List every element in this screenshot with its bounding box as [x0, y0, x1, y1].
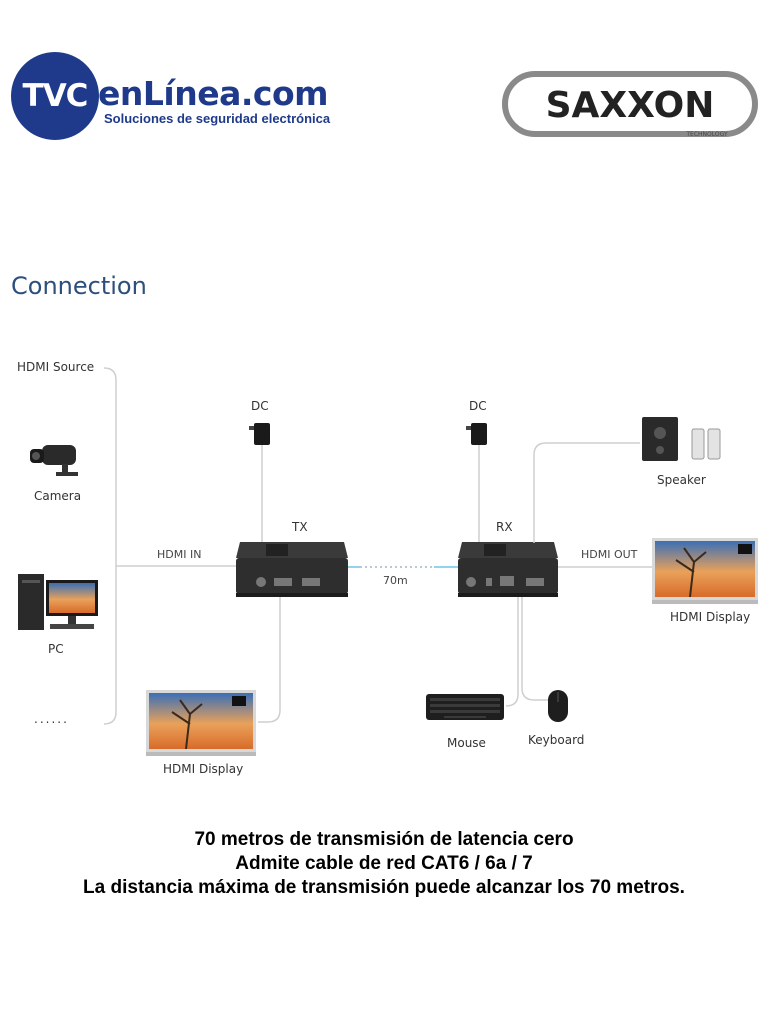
mouse-device-icon: [548, 690, 568, 722]
speaker-icon: [642, 417, 721, 461]
hdmi-display-left-icon: [146, 690, 256, 756]
pc-icon: [18, 574, 98, 630]
section-title: Connection: [11, 272, 147, 300]
caption-line-2: Admite cable de red CAT6 / 6a / 7: [235, 853, 533, 874]
more-sources-dots: ......: [34, 712, 69, 726]
hdmi-display-right-icon: [652, 538, 758, 604]
tx-display-line: [258, 597, 281, 723]
saxxon-brand-text: SAXXON: [546, 85, 715, 126]
camera-icon: [30, 445, 78, 476]
mouse-label: Mouse: [447, 736, 486, 750]
hdmi-display-left-label: HDMI Display: [163, 762, 244, 776]
speaker-line: [533, 442, 640, 543]
usb-lines: [505, 597, 550, 707]
dc-right-label: DC: [469, 399, 487, 413]
keyboard-device-icon: [426, 694, 504, 720]
rx-label: RX: [496, 520, 513, 534]
dc-adapter-right-icon: [466, 423, 487, 543]
hdmi-in-label: HDMI IN: [157, 548, 202, 561]
tvc-logo-tagline: Soluciones de seguridad electrónica: [104, 111, 331, 126]
keyboard-label: Keyboard: [528, 733, 585, 747]
dc-left-label: DC: [251, 399, 269, 413]
saxxon-sub-text: TECHNOLOGY: [685, 131, 728, 138]
rx-unit-icon: [458, 542, 558, 597]
saxxon-logo: SAXXON TECHNOLOGY: [502, 71, 758, 138]
tx-unit-icon: [236, 542, 348, 597]
hdmi-out-label: HDMI OUT: [581, 548, 638, 561]
caption-line-3: La distancia máxima de transmisión puede…: [83, 877, 685, 898]
hdmi-source-label: HDMI Source: [17, 360, 95, 374]
hdmi-display-right-label: HDMI Display: [670, 610, 751, 624]
tx-label: TX: [292, 520, 308, 534]
tvc-logo-badge: TVC: [11, 52, 99, 140]
camera-label: Camera: [34, 489, 82, 503]
speaker-label: Speaker: [657, 473, 706, 487]
source-bracket: [103, 367, 236, 725]
dc-adapter-left-icon: [249, 423, 270, 543]
tvc-logo-name: enLínea.com: [98, 74, 329, 113]
pc-label: PC: [48, 642, 64, 656]
captions: 70 metros de transmisión de latencia cer…: [0, 828, 768, 900]
distance-label: 70m: [383, 574, 408, 587]
caption-line-1: 70 metros de transmisión de latencia cer…: [194, 829, 574, 850]
